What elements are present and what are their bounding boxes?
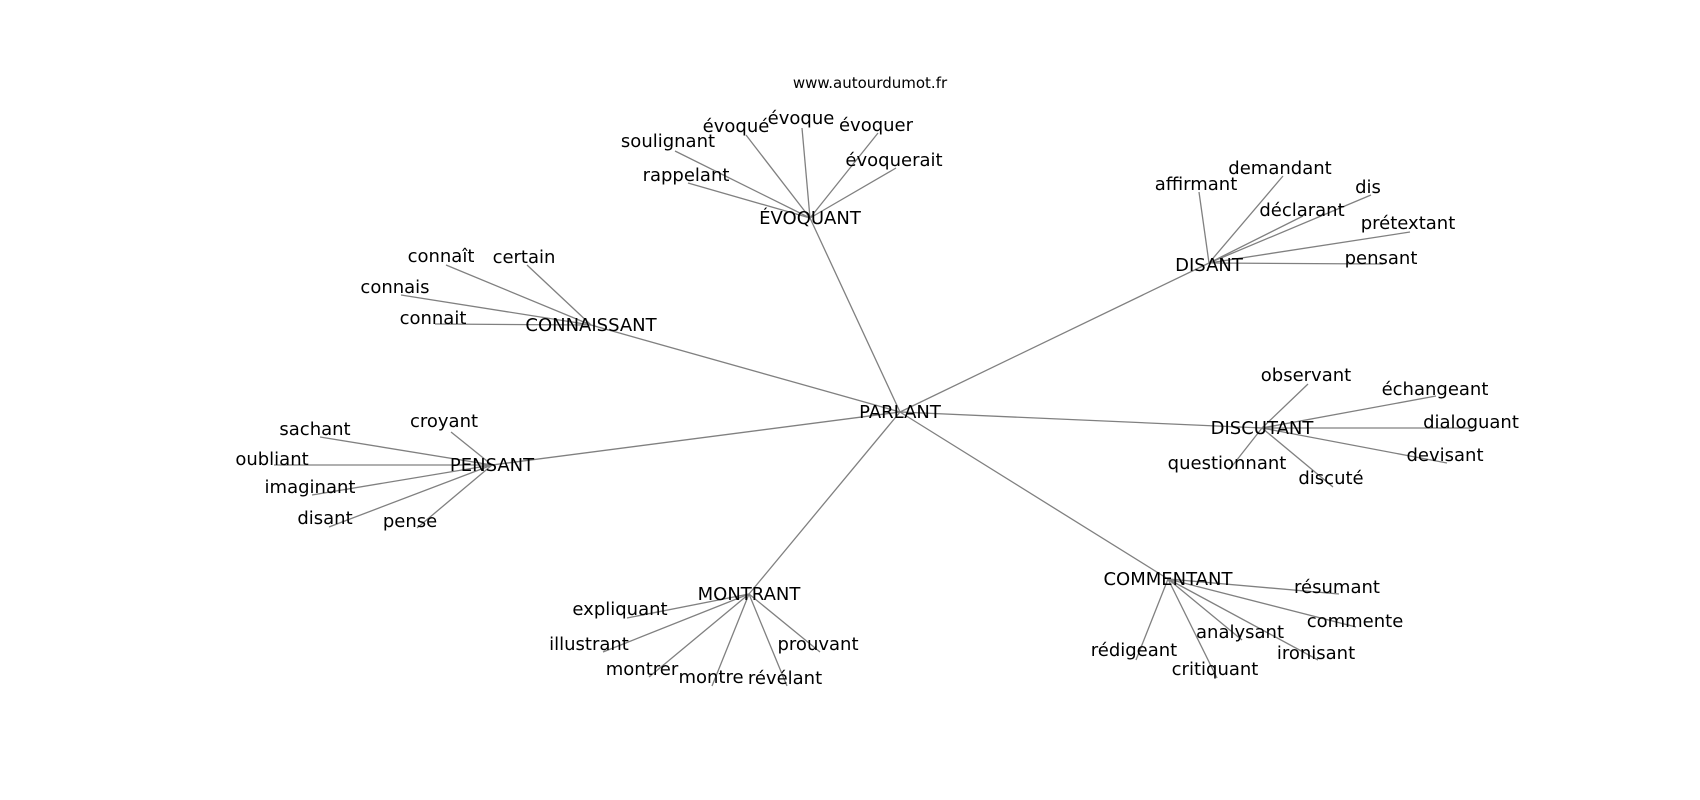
edge-discutant-observant [1261, 383, 1309, 429]
node-leaf-pensant: pensant [1345, 248, 1418, 269]
node-leaf-affirmant: affirmant [1155, 174, 1238, 195]
node-leaf-expliquant: expliquant [572, 599, 667, 620]
edge-connaissant-certain [526, 264, 592, 326]
edge-montrant-revelant [748, 593, 788, 687]
node-leaf-certain: certain [493, 247, 556, 268]
edge-disant-demandant [1208, 175, 1284, 264]
node-hub-montrant: MONTRANT [698, 584, 802, 605]
edge-center-disant [899, 262, 1210, 413]
node-leaf-soulignant: soulignant [621, 131, 715, 152]
edge-center-discutant [899, 411, 1263, 429]
node-leaf-sachant: sachant [279, 419, 350, 440]
node-leaf-echangeant: échangeant [1382, 379, 1489, 400]
edge-center-evoquant [809, 217, 901, 413]
node-leaf-montrer: montrer [606, 659, 679, 680]
edge-evoquant-evoque [801, 127, 811, 219]
node-leaf-demandant: demandant [1228, 158, 1331, 179]
node-leaf-evoquer: évoquer [839, 115, 914, 136]
node-leaf-redigeant: rédigeant [1091, 640, 1178, 661]
edge-pensant-sachant [319, 436, 493, 466]
node-leaf-dis: dis [1355, 177, 1381, 198]
node-leaf-oubliant: oubliant [235, 449, 308, 470]
edge-center-connaissant [590, 324, 901, 413]
node-leaf-critiquant: critiquant [1172, 659, 1259, 680]
node-leaf-montre: montre [678, 667, 743, 688]
node-leaf-devisant: devisant [1406, 445, 1483, 466]
edge-discutant-devisant [1261, 427, 1448, 464]
node-leaf-evoquerait: évoquerait [845, 150, 942, 171]
node-leaf-analysant: analysant [1196, 622, 1284, 643]
edge-disant-pensant [1208, 262, 1384, 265]
node-hub-evoquant: ÉVOQUANT [759, 207, 862, 229]
edge-connaissant-connais [400, 294, 592, 326]
node-leaf-illustrant: illustrant [549, 634, 629, 655]
edge-pensant-imaginant [311, 464, 493, 496]
edge-evoquant-evoque [745, 134, 811, 219]
edge-pensant-croyant [450, 431, 493, 466]
edge-disant-dis [1208, 194, 1372, 264]
node-leaf-rappelant: rappelant [643, 165, 730, 186]
edge-pensant-disant [328, 464, 493, 528]
edge-evoquant-soulignant [674, 150, 811, 219]
node-center-label: PARLANT [859, 402, 942, 423]
edge-center-montrant [748, 411, 901, 595]
node-leaf-dialoguant: dialoguant [1423, 412, 1519, 433]
node-leaf-ironisant: ironisant [1277, 643, 1355, 664]
node-leaf-evoque: évoqué [703, 116, 770, 137]
edge-commentant-analysant [1167, 578, 1243, 641]
node-hub-discutant: DISCUTANT [1211, 418, 1315, 439]
edge-connaissant-connait [445, 264, 592, 326]
edge-montrant-illustrant [602, 593, 750, 653]
edge-discutant-questionnant [1228, 427, 1263, 471]
edge-montrant-prouvant [748, 593, 821, 653]
node-leaf-declarant: déclarant [1259, 200, 1344, 221]
edge-disant-pretextant [1208, 231, 1411, 264]
node-leaf-disant: disant [297, 508, 352, 529]
node-leaf-connait: connait [400, 308, 467, 329]
edge-pensant-pense [416, 464, 493, 529]
edge-montrant-montrer [648, 593, 750, 678]
edge-discutant-discute [1261, 427, 1334, 488]
edge-disant-declarant [1208, 215, 1304, 264]
edge-center-pensant [491, 411, 901, 466]
node-leaf-resumant: résumant [1294, 577, 1380, 598]
edge-disant-affirmant [1198, 191, 1210, 264]
node-leaf-connait: connaît [408, 246, 475, 267]
node-leaf-croyant: croyant [410, 411, 478, 432]
edge-evoquant-rappelant [687, 182, 811, 219]
node-leaf-questionnant: questionnant [1168, 453, 1287, 474]
node-leaf-pense: pense [383, 511, 437, 532]
node-leaf-imaginant: imaginant [265, 477, 356, 498]
node-leaf-discute: discuté [1298, 468, 1363, 489]
edge-evoquant-evoquer [809, 132, 879, 219]
node-hub-connaissant: CONNAISSANT [525, 315, 657, 336]
node-hub-commentant: COMMENTANT [1103, 569, 1233, 590]
node-leaf-connais: connais [360, 277, 429, 298]
node-leaf-pretextant: prétextant [1361, 213, 1456, 234]
node-leaf-commente: commente [1307, 611, 1404, 632]
edge-commentant-critiquant [1167, 578, 1218, 679]
edge-commentant-ironisant [1167, 578, 1319, 661]
edge-evoquant-evoquerait [809, 167, 897, 219]
edge-montrant-montre [711, 593, 750, 687]
watermark: www.autourdumot.fr [793, 74, 948, 92]
edge-discutant-echangeant [1261, 395, 1437, 429]
edge-commentant-resumant [1167, 578, 1340, 595]
node-leaf-prouvant: prouvant [778, 634, 859, 655]
node-hub-pensant: PENSANT [450, 455, 535, 476]
edge-center-commentant [899, 411, 1169, 580]
edge-commentant-redigeant [1135, 578, 1169, 661]
edges-layer [274, 127, 1473, 687]
edge-commentant-commente [1167, 578, 1357, 628]
edge-montrant-expliquant [626, 593, 750, 619]
node-hub-disant: DISANT [1175, 255, 1244, 276]
node-leaf-revelant: révélant [748, 668, 822, 689]
node-leaf-evoque: évoque [768, 108, 835, 129]
node-leaf-observant: observant [1261, 365, 1351, 386]
edge-connaissant-connait [434, 323, 592, 326]
